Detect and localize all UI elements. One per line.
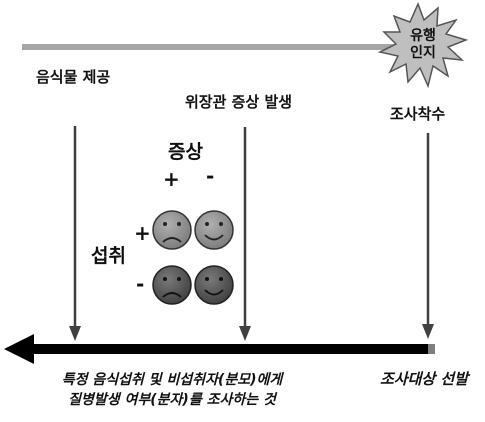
outbreak-line1: 유행 (410, 28, 436, 44)
symptom-minus-sign: - (206, 164, 215, 188)
outbreak-line2: 인지 (410, 45, 436, 61)
face-intake-minus-symptom-minus (194, 265, 234, 305)
description-line2: 질병발생 여부(분자)를 조사하는 것 (68, 392, 276, 408)
investigation-start-label: 조사착수 (390, 105, 446, 123)
select-subjects-label: 조사대상 선발 (380, 370, 469, 388)
face-intake-plus-symptom-plus (152, 210, 192, 250)
face-intake-plus-symptom-minus (194, 210, 234, 250)
symptom-header: 증상 (168, 141, 203, 163)
face-intake-minus-symptom-plus (152, 265, 192, 305)
top-timeline-bar (22, 44, 415, 50)
description-line1: 특정 음식섭취 및 비섭취자(분모)에게 (61, 372, 283, 388)
outbreak-burst-shape (377, 2, 469, 89)
food-provision-label: 음식물 제공 (36, 68, 111, 86)
bottom-timeline-arrow (4, 334, 435, 364)
gi-symptom-onset-label: 위장관 증상 발생 (185, 93, 293, 111)
arrow-gi-symptom-onset (239, 127, 251, 341)
arrow-investigation-start (422, 133, 434, 339)
outbreak-recognition-label: 유행 인지 (398, 28, 448, 62)
symptom-plus-sign: + (163, 167, 180, 191)
arrow-food-provision (69, 126, 81, 341)
intake-plus-sign: + (134, 221, 151, 245)
intake-header: 섭취 (91, 245, 126, 267)
intake-minus-sign: - (136, 272, 145, 296)
study-description: 특정 음식섭취 및 비섭취자(분모)에게 질병발생 여부(분자)를 조사하는 것 (22, 370, 322, 410)
